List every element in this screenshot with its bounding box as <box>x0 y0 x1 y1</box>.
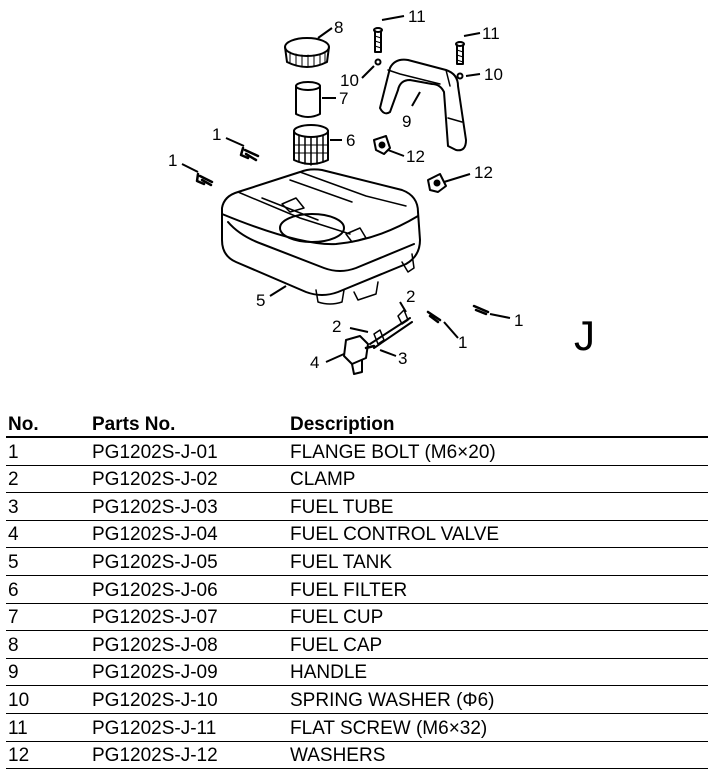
flat-screw-left <box>373 27 383 66</box>
flange-bolt-right-upper <box>472 304 490 316</box>
callout-1: 1 <box>212 125 221 144</box>
row-part-no: PG1202S-J-01 <box>90 437 288 466</box>
header-description: Description <box>288 409 708 438</box>
callout-10: 10 <box>340 71 359 90</box>
callout-1: 1 <box>458 333 467 352</box>
row-description: FUEL CONTROL VALVE <box>288 520 708 549</box>
row-description: HANDLE <box>288 658 708 687</box>
fuel-cap-part <box>284 37 330 68</box>
fuel-filter-part <box>293 124 329 166</box>
callout-9: 9 <box>402 112 411 131</box>
row-part-no: PG1202S-J-06 <box>90 575 288 604</box>
header-no: No. <box>6 409 90 438</box>
row-description: CLAMP <box>288 465 708 494</box>
row-no: 11 <box>6 713 90 742</box>
row-description: FUEL CAP <box>288 630 708 659</box>
row-part-no: PG1202S-J-09 <box>90 658 288 687</box>
callout-3: 3 <box>398 349 407 368</box>
section-letter: J <box>574 312 595 359</box>
row-part-no: PG1202S-J-03 <box>90 492 288 521</box>
fuel-tank-part <box>221 168 421 305</box>
row-part-no: PG1202S-J-05 <box>90 547 288 576</box>
row-no: 1 <box>6 437 90 466</box>
flange-bolt-left-upper <box>239 146 260 162</box>
fuel-cup-part <box>295 81 321 118</box>
row-description: WASHERS <box>288 741 708 770</box>
row-description: FUEL TANK <box>288 547 708 576</box>
callout-5: 5 <box>256 291 265 310</box>
row-no: 6 <box>6 575 90 604</box>
row-description: FLANGE BOLT (M6×20) <box>288 437 708 466</box>
callout-4: 4 <box>310 353 319 372</box>
callout-1: 1 <box>514 311 523 330</box>
row-no: 4 <box>6 520 90 549</box>
callout-7: 7 <box>339 89 348 108</box>
row-description: FUEL TUBE <box>288 492 708 521</box>
fuel-control-valve-part <box>343 335 376 375</box>
flat-screw-right <box>455 41 465 80</box>
row-description: FUEL CUP <box>288 603 708 632</box>
row-no: 7 <box>6 603 90 632</box>
callout-10: 10 <box>484 65 503 84</box>
handle-part <box>379 58 467 152</box>
callout-12: 12 <box>474 163 493 182</box>
row-description: FUEL FILTER <box>288 575 708 604</box>
exploded-parts-diagram: 8 11 11 10 10 7 9 6 1 1 12 12 5 2 2 1 1 … <box>168 7 523 375</box>
row-part-no: PG1202S-J-04 <box>90 520 288 549</box>
callout-8: 8 <box>334 18 343 37</box>
row-no: 3 <box>6 492 90 521</box>
callout-1: 1 <box>168 151 177 170</box>
callout-11: 11 <box>408 7 426 26</box>
parts-table-header: No. Parts No. Description <box>6 409 708 438</box>
row-no: 9 <box>6 658 90 687</box>
header-parts-no: Parts No. <box>90 409 288 438</box>
row-description: SPRING WASHER (Φ6) <box>288 685 708 714</box>
row-part-no: PG1202S-J-12 <box>90 741 288 770</box>
callout-2: 2 <box>332 317 341 336</box>
washer-lower <box>427 173 447 193</box>
row-no: 2 <box>6 465 90 494</box>
flange-bolt-left-lower <box>195 172 214 187</box>
fuel-tube-part <box>369 317 413 349</box>
row-description: FLAT SCREW (M6×32) <box>288 713 708 742</box>
row-no: 8 <box>6 630 90 659</box>
row-part-no: PG1202S-J-02 <box>90 465 288 494</box>
row-part-no: PG1202S-J-11 <box>90 713 288 742</box>
row-no: 12 <box>6 741 90 770</box>
row-no: 5 <box>6 547 90 576</box>
flange-bolt-right-lower <box>426 310 442 324</box>
row-part-no: PG1202S-J-07 <box>90 603 288 632</box>
washer-upper <box>373 135 391 155</box>
callout-11: 11 <box>482 24 500 43</box>
row-no: 10 <box>6 685 90 714</box>
row-part-no: PG1202S-J-10 <box>90 685 288 714</box>
row-part-no: PG1202S-J-08 <box>90 630 288 659</box>
callout-6: 6 <box>346 131 355 150</box>
callout-2: 2 <box>406 287 415 306</box>
callout-12: 12 <box>406 147 425 166</box>
